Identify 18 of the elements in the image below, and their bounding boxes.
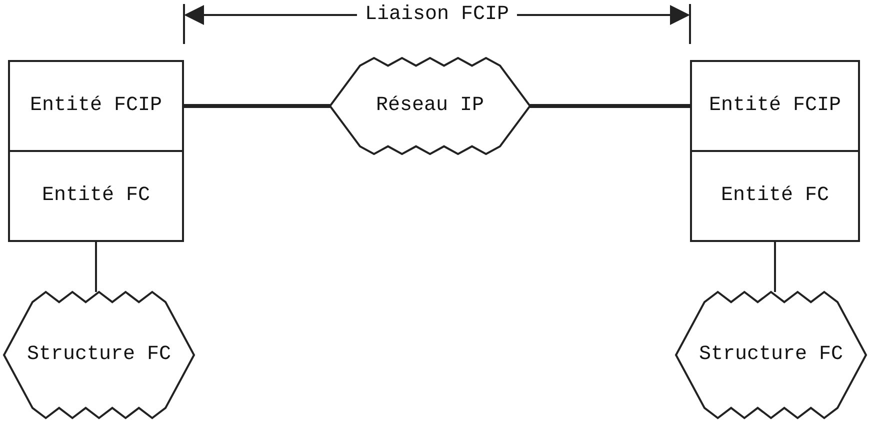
connector — [530, 104, 690, 108]
connector — [95, 242, 97, 292]
network-cloud — [676, 292, 866, 418]
entity-box — [690, 60, 860, 152]
node-label: Structure FC — [698, 342, 844, 368]
entity-box — [8, 60, 184, 152]
network-cloud — [330, 58, 530, 154]
node-label: Entité FC — [40, 183, 152, 209]
node-label: Entité FCIP — [28, 93, 164, 119]
network-cloud — [4, 292, 194, 418]
node-label: Entité FCIP — [708, 93, 842, 119]
node-label: Entité FC — [720, 183, 830, 209]
connector — [774, 242, 776, 292]
entity-box — [8, 150, 184, 242]
entity-box — [690, 150, 860, 242]
node-label: Réseau IP — [374, 93, 486, 119]
connector — [184, 104, 330, 108]
node-label: Structure FC — [26, 342, 172, 368]
